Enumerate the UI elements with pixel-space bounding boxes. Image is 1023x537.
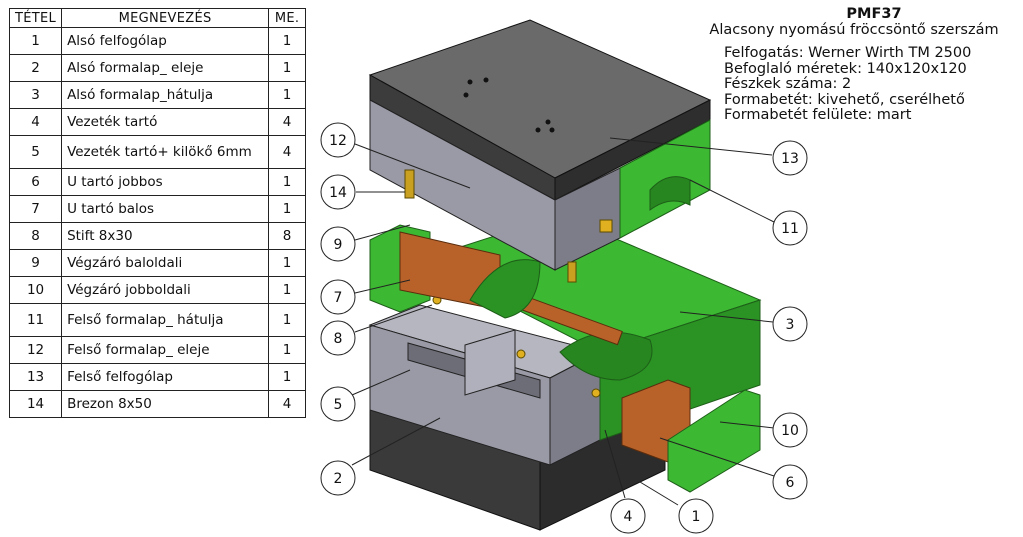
callout-label: 14 xyxy=(329,185,347,201)
bom-item: 1 xyxy=(8,27,63,55)
bom-qty: 1 xyxy=(268,27,307,55)
callout-label: 6 xyxy=(786,475,795,491)
insert-brass xyxy=(599,219,613,233)
callout-label: 2 xyxy=(334,471,343,487)
bom-name: Stift 8x30 xyxy=(61,222,270,250)
bom-qty: 1 xyxy=(268,195,307,223)
bom-qty: 1 xyxy=(268,303,307,337)
callout-label: 7 xyxy=(334,290,343,306)
callout-label: 5 xyxy=(334,397,343,413)
bom-qty: 1 xyxy=(268,276,307,304)
bom-item: 11 xyxy=(8,303,63,337)
spec-cavities: Fészkek száma: 2 xyxy=(724,76,852,92)
callout-2: 2 xyxy=(320,417,441,496)
callouts: 1 2 3 4 5 6 7 xyxy=(320,122,808,534)
bom-item: 6 xyxy=(8,168,63,196)
callout-label: 10 xyxy=(781,423,799,439)
bom-qty: 4 xyxy=(268,390,307,418)
bom-qty: 1 xyxy=(268,54,307,82)
upper-cavity xyxy=(649,176,691,211)
callout-3: 3 xyxy=(679,306,808,342)
callout-14: 14 xyxy=(320,174,405,210)
spec-insert: Formabetét: kivehető, cserélhető xyxy=(724,91,965,108)
bom-item: 3 xyxy=(8,81,63,109)
callout-label: 4 xyxy=(624,509,633,525)
bom-item: 7 xyxy=(8,195,63,223)
bom-name: Vezeték tartó xyxy=(61,108,270,136)
bom-name: U tartó balos xyxy=(61,195,270,223)
spec-mounting: Felfogatás: Werner Wirth TM 2500 xyxy=(724,45,972,61)
mounting-hole xyxy=(545,119,551,125)
bom-qty: 1 xyxy=(268,336,307,364)
bom-name: Alsó formalap_hátulja xyxy=(61,81,270,109)
left-end-parts xyxy=(369,224,541,319)
end-cap-right xyxy=(667,389,761,493)
callout-8: 8 xyxy=(320,304,433,356)
bom-item: 14 xyxy=(8,390,63,418)
mounting-hole xyxy=(535,127,541,133)
callout-label: 11 xyxy=(781,221,799,237)
bom-item: 8 xyxy=(8,222,63,250)
bom-qty: 8 xyxy=(268,222,307,250)
stud-bolt xyxy=(404,169,415,199)
callout-label: 8 xyxy=(334,331,343,347)
stud-bolt xyxy=(567,261,577,283)
callout-4: 4 xyxy=(604,429,646,534)
callout-7: 7 xyxy=(320,279,411,315)
bom-qty: 4 xyxy=(268,135,307,169)
bom-name: Végzáró baloldali xyxy=(61,249,270,277)
spec-dimensions: Befoglaló méretek: 140x120x120 xyxy=(724,60,967,77)
callout-label: 9 xyxy=(334,237,343,253)
mounting-hole xyxy=(549,127,555,133)
bom-item: 10 xyxy=(8,276,63,304)
bom-item: 12 xyxy=(8,336,63,364)
callout-5: 5 xyxy=(320,369,411,422)
callout-13: 13 xyxy=(609,137,808,176)
callout-1: 1 xyxy=(639,481,714,534)
dowel-pin xyxy=(516,349,526,359)
callout-10: 10 xyxy=(719,412,808,448)
title-block: PMF37 Alacsony nyomású fröccsöntő szersz… xyxy=(686,6,1022,124)
bom-header-row: TÉTEL MEGNEVEZÉS ME. xyxy=(8,8,307,28)
bom-item: 2 xyxy=(8,54,63,82)
spec-list: Felfogatás: Werner Wirth TM 2500 Befogla… xyxy=(724,45,1022,124)
drawing-title: PMF37 xyxy=(846,6,902,22)
guide-holder xyxy=(464,329,516,396)
bom-name: Felső formalap_ hátulja xyxy=(61,303,270,337)
mounting-hole xyxy=(483,77,489,83)
callout-label: 12 xyxy=(329,133,347,149)
bom-name: Felső felfogólap xyxy=(61,363,270,391)
callout-9: 9 xyxy=(320,224,411,262)
bom-name: Brezon 8x50 xyxy=(61,390,270,418)
bom-name: Alsó felfogólap xyxy=(61,27,270,55)
dowel-pin xyxy=(591,388,601,398)
mounting-hole xyxy=(467,79,473,85)
callout-6: 6 xyxy=(659,437,808,500)
callout-12: 12 xyxy=(320,122,471,189)
spec-insert-surface: Formabetét felülete: mart xyxy=(724,107,912,123)
bom-item: 4 xyxy=(8,108,63,136)
callout-11: 11 xyxy=(689,179,808,246)
bom-qty: 1 xyxy=(268,168,307,196)
drawing-subtitle: Alacsony nyomású fröccsöntő szerszám xyxy=(709,22,999,38)
callout-label: 3 xyxy=(786,317,795,333)
mounting-hole xyxy=(463,92,469,98)
bom-qty: 1 xyxy=(268,249,307,277)
callout-label: 1 xyxy=(692,509,701,525)
bom-header-item: TÉTEL xyxy=(8,8,63,28)
callout-label: 13 xyxy=(781,151,799,167)
